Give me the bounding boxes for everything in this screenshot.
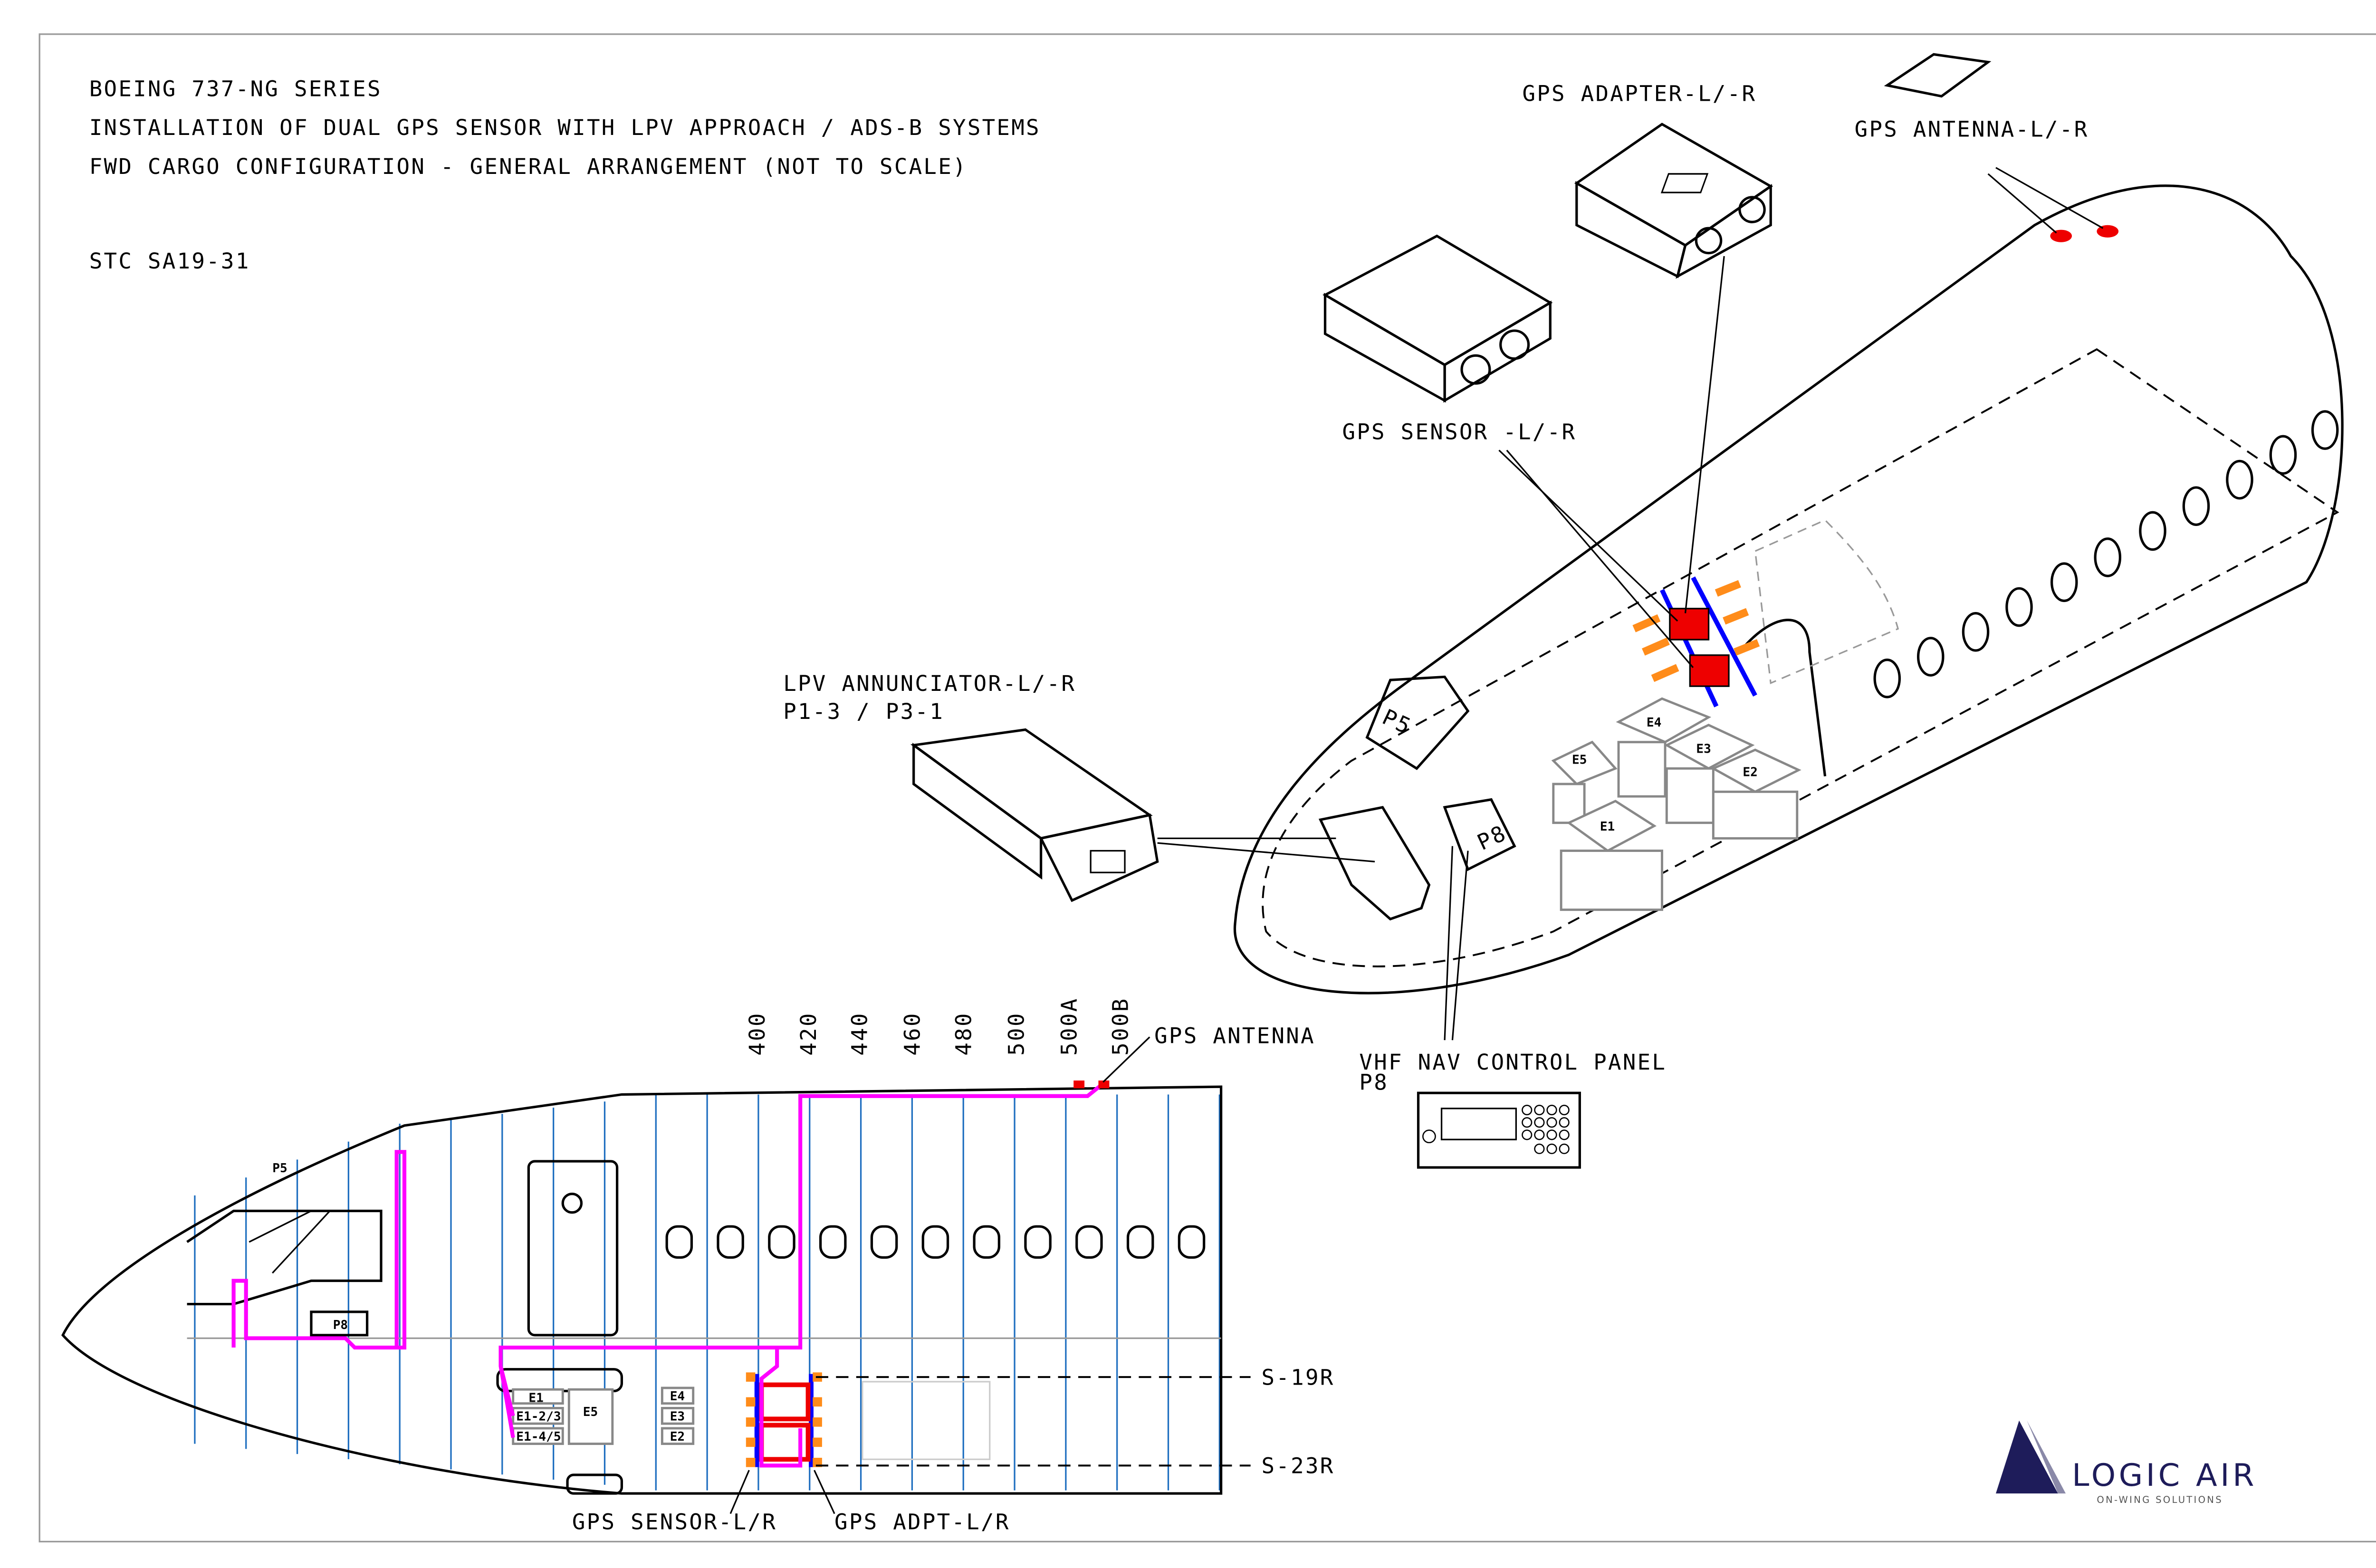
title-line-3: FWD CARGO CONFIGURATION - GENERAL ARRANG… [89, 154, 968, 179]
gps-sensor-plan-callout: GPS SENSOR-L/R [572, 1509, 777, 1534]
gps-adpt-plan-callout: GPS ADPT-L/R [834, 1509, 1010, 1534]
gps-adapter-callout: GPS ADAPTER-L/-R [1522, 81, 1756, 106]
title-line-1: BOEING 737-NG SERIES [89, 76, 382, 102]
plan-gps-sensor-install [746, 1372, 822, 1467]
station-label: 400 [745, 1012, 770, 1055]
svg-text:E1-2/3: E1-2/3 [516, 1410, 561, 1424]
svg-text:E2: E2 [670, 1430, 685, 1444]
gps-sensor-lr-callout: GPS SENSOR -L/-R [1342, 420, 1576, 445]
title-line-2: INSTALLATION OF DUAL GPS SENSOR WITH LPV… [89, 115, 1041, 140]
svg-text:E3: E3 [1696, 742, 1711, 756]
station-label: 500B [1108, 997, 1133, 1056]
vhf-nav-id: P8 [1359, 1070, 1389, 1095]
iso-gps-sensor-install [1632, 576, 1760, 708]
plan-p5-label: P5 [272, 1161, 287, 1176]
side-view-fuselage: P5 P8 E1 E1-2/3 E1-4/5 E5 E4 E3 E2 [61, 1036, 1251, 1514]
gps-adapter-detail [1574, 123, 1773, 279]
stc-number: STC SA19-31 [89, 249, 250, 274]
station-labels: 400 420 440 460 480 500 500A 500B [745, 997, 1133, 1056]
svg-text:E4: E4 [670, 1389, 685, 1404]
station-label: 500 [1004, 1012, 1029, 1055]
plan-window [717, 1225, 744, 1259]
plan-window [1178, 1225, 1206, 1259]
plan-window [819, 1225, 847, 1259]
gps-antenna-lr-callout: GPS ANTENNA-L/-R [1855, 117, 2089, 142]
svg-text:E1-4/5: E1-4/5 [516, 1430, 561, 1444]
gps-sensor-detail [1322, 234, 1553, 403]
plan-window [768, 1225, 795, 1259]
svg-text:E2: E2 [1743, 765, 1757, 780]
lpv-panels-callout: P1-3 / P3-1 [783, 699, 944, 724]
svg-text:E3: E3 [670, 1410, 685, 1424]
cabin-windows [1873, 410, 2339, 698]
plan-window [921, 1225, 949, 1259]
plan-window [665, 1225, 693, 1259]
station-label: 480 [951, 1012, 977, 1055]
gps-antenna-marker-left [2050, 229, 2072, 242]
plan-window [1126, 1225, 1154, 1259]
logo-tagline: ON-WING SOLUTIONS [2097, 1494, 2223, 1505]
logo-name: LOGIC AIR [2072, 1457, 2257, 1493]
plan-window [1075, 1225, 1103, 1259]
station-label: 500A [1057, 997, 1082, 1056]
svg-text:E1: E1 [1600, 820, 1615, 834]
plan-window [870, 1225, 898, 1259]
p5-panel [1365, 675, 1470, 770]
logic-air-logo: LOGIC AIR ON-WING SOLUTIONS [1996, 1420, 2257, 1505]
lpv-annunciator-detail [910, 728, 1159, 902]
station-label: 440 [847, 1012, 872, 1055]
logo-mark-icon [1996, 1420, 2058, 1494]
vhf-nav-callout: VHF NAV CONTROL PANEL [1359, 1050, 1667, 1075]
lpv-annunciator-callout: LPV ANNUNCIATOR-L/-R [783, 671, 1076, 696]
gps-antenna-detail [1884, 53, 1992, 98]
s23r-label: S-23R [1262, 1453, 1335, 1479]
svg-text:E5: E5 [583, 1405, 598, 1419]
sheet-border [38, 33, 2376, 1543]
svg-text:E4: E4 [1647, 716, 1661, 730]
plan-window [1024, 1225, 1052, 1259]
p5-label: P5 [1379, 704, 1416, 739]
plan-window [973, 1225, 1000, 1259]
s19r-label: S-19R [1262, 1365, 1335, 1390]
station-label: 420 [796, 1012, 821, 1055]
e-racks: E4 E3 E2 E5 E1 [1551, 697, 1801, 911]
station-label: 460 [900, 1012, 925, 1055]
plan-p8-label: P8 [333, 1318, 348, 1332]
vhf-nav-control-panel-detail [1417, 1091, 1581, 1169]
title-block: BOEING 737-NG SERIES INSTALLATION OF DUA… [89, 76, 1041, 274]
gps-antenna-callout: GPS ANTENNA [1154, 1023, 1315, 1049]
svg-text:E1: E1 [528, 1391, 543, 1405]
svg-text:E5: E5 [1572, 753, 1587, 767]
isometric-fuselage: P5 P8 E4 E3 E2 E5 E1 [1157, 167, 2344, 1041]
